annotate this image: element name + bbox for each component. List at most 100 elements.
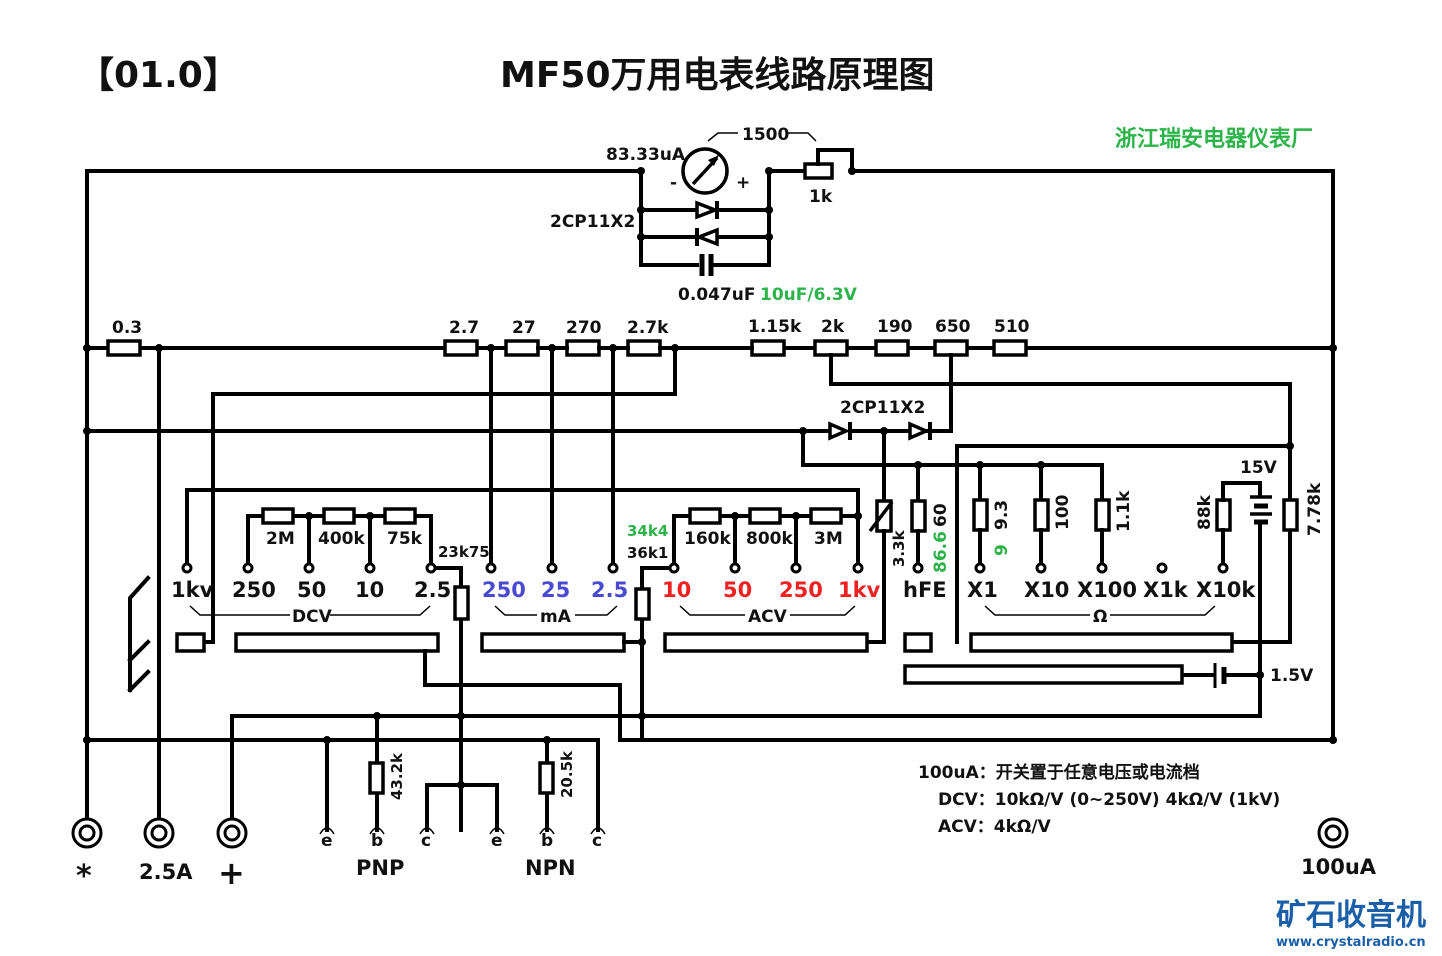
acv-range-250: 250	[779, 578, 823, 602]
ma-range-25: 25	[541, 578, 570, 602]
shunt-label: 190	[877, 317, 913, 337]
switch-wafer-acv	[663, 632, 869, 653]
range-contact	[852, 562, 864, 574]
range-contact	[729, 562, 741, 574]
manufacturer-label: 浙江瑞安电器仪表厂	[1115, 126, 1313, 152]
switch-wafers	[127, 575, 1234, 742]
range-contact	[607, 562, 619, 574]
jack-100ua-label: 100uA	[1301, 855, 1377, 879]
diode-icon	[828, 421, 851, 441]
range-contact	[546, 562, 558, 574]
shunt-label: 2k	[821, 317, 845, 337]
meter-diodes-label: 2CP11X2	[550, 212, 635, 232]
dcv-resistor-label: 75k	[387, 529, 423, 549]
pin-label: b	[371, 831, 383, 851]
rectifier-diodes-label: 2CP11X2	[840, 398, 925, 418]
ma-group-label: mA	[540, 607, 572, 627]
logo-url: www.crystalradio.cn	[1276, 935, 1426, 950]
pnp-label: PNP	[356, 856, 404, 880]
dcv-resistor-label: 400k	[318, 529, 365, 549]
acv-section	[634, 499, 927, 742]
shunt-chain	[83, 339, 1337, 435]
dcv-group-label: DCV	[292, 607, 333, 627]
pin-label: c	[592, 831, 602, 851]
ohm-resistor-alt-label: 9	[992, 544, 1012, 556]
ma-range-250: 250	[482, 578, 526, 602]
ohm-range-x10: X10	[1024, 578, 1069, 602]
battery-15v-label: 15V	[1240, 458, 1278, 478]
pin-label: e	[491, 831, 503, 851]
range-contact	[668, 562, 680, 574]
pin-label: e	[321, 831, 333, 851]
range-contact	[485, 562, 497, 574]
jack-2-5a-label: 2.5A	[139, 860, 193, 884]
shunt-label: 1.15k	[748, 317, 802, 337]
ohm-range-x10k: X10k	[1196, 578, 1256, 602]
diode-icon	[694, 227, 719, 247]
range-contact	[1096, 562, 1108, 574]
resistor-1k	[803, 162, 834, 180]
hfe-range-label: hFE	[903, 578, 947, 602]
note-line: 100uA：开关置于任意电压或电流档	[918, 762, 1200, 783]
range-contact	[364, 562, 376, 574]
diode-icon	[908, 421, 931, 441]
jack-common-label: *	[76, 859, 92, 894]
battery-1-5v-label: 1.5V	[1270, 666, 1314, 686]
switch-wafer-ma	[480, 632, 626, 653]
shunt-label: 27	[512, 318, 536, 338]
meter-series-label: 1k	[809, 187, 833, 207]
meter-pot-label: 1500	[742, 125, 789, 145]
dcv-range-1kv: 1kv	[171, 578, 214, 602]
shunt-label: 510	[994, 317, 1030, 337]
ohm-section	[230, 481, 1299, 832]
internal-wiring	[157, 346, 1294, 832]
dcv-range-2-5: 2.5	[414, 578, 451, 602]
ohm-resistor-label: 9.3	[992, 500, 1012, 530]
range-contact	[425, 562, 437, 574]
range-contact	[242, 562, 254, 574]
acv-resistor-label: 3M	[814, 529, 843, 549]
ohm-resistor-label: 1.1k	[1114, 490, 1134, 532]
shunt-label: 2.7	[449, 318, 479, 338]
diode-icon	[695, 200, 720, 220]
switch-wafer-battery	[903, 664, 1184, 685]
switch-contact-1kv	[175, 632, 206, 653]
range-contact	[1035, 562, 1047, 574]
pnp-resistor-label: 43.2k	[388, 752, 406, 800]
hfe-resistor-alt-label: 86.6	[931, 531, 951, 573]
meter-minus-label: -	[670, 173, 677, 193]
switch-wafer-dcv	[234, 632, 440, 653]
ohm-resistor-label: 100	[1053, 494, 1073, 530]
jack-positive-label: +	[218, 854, 245, 892]
dcv-range-10: 10	[355, 578, 384, 602]
shunt-label: 2.7k	[627, 318, 669, 338]
ohm-range-x100: X100	[1077, 578, 1137, 602]
switch-wafer-ohm	[969, 632, 1234, 653]
range-contact	[790, 562, 802, 574]
hfe-resistor-label: 60	[931, 503, 951, 527]
range-contact	[181, 562, 193, 574]
meter-section	[637, 132, 856, 276]
dcv-section	[181, 507, 619, 832]
meter-plus-label: +	[736, 173, 750, 193]
ohm-resistor-label: 88k	[1195, 494, 1215, 530]
acv-resistor-label: 160k	[684, 529, 731, 549]
range-contact	[1217, 562, 1229, 574]
diagram-code: 【01.0】	[78, 55, 239, 96]
acv-range-1kv: 1kv	[838, 578, 881, 602]
acv-series-alt-label: 34k4	[627, 522, 668, 540]
acv-resistor-label: 800k	[746, 529, 793, 549]
ohm-range-x1: X1	[967, 578, 998, 602]
meter-capacitor-alt-label: 10uF/6.3V	[760, 285, 858, 305]
logo-name: 矿石收音机	[1276, 898, 1426, 933]
bottom-wiring	[71, 714, 1349, 849]
range-contact	[303, 562, 315, 574]
acv-range-50: 50	[723, 578, 752, 602]
pin-label: c	[421, 831, 431, 851]
dcv-range-50: 50	[297, 578, 326, 602]
ohm-resistor-label: 7.78k	[1305, 482, 1325, 536]
switch-contact-hfe	[903, 632, 933, 653]
shunt-label: 0.3	[112, 318, 142, 338]
shunt-label: 650	[935, 317, 971, 337]
acv-series-label: 36k1	[627, 544, 668, 562]
